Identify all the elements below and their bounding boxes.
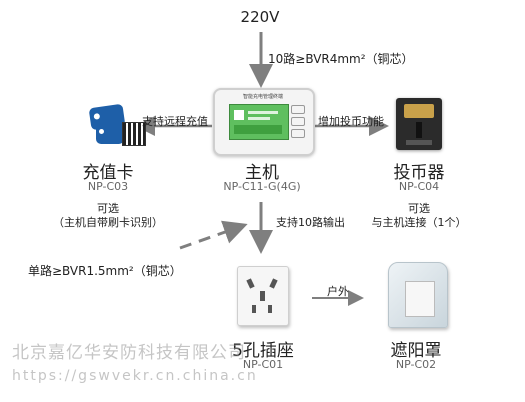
- watermark-company: 北京嘉亿华安防科技有限公司: [12, 343, 246, 363]
- watermark-url: https://gswvekr.cn.china.cn: [12, 368, 258, 384]
- coin-optional: 可选: [408, 202, 430, 215]
- coin-title: 投币器: [393, 163, 445, 183]
- socket-model: NP-C01: [242, 358, 284, 371]
- socket-device: [237, 266, 289, 326]
- branch-wire-label: 单路≥BVR1.5mm²（铜芯）: [28, 264, 182, 278]
- socket-title: 5孔插座: [232, 341, 294, 361]
- card-model: NP-C03: [87, 180, 129, 193]
- power-wire-spec: 10路≥BVR4mm²（铜芯）: [268, 52, 414, 66]
- main-unit-model: NP-C11-G(4G): [223, 180, 301, 193]
- main-unit-device: 智能充电管理终端: [213, 88, 315, 156]
- cover-socket-icon: [405, 281, 435, 317]
- status-led-icon: [291, 105, 305, 114]
- main-unit-screen: [229, 104, 289, 140]
- cover-title: 遮阳罩: [390, 341, 442, 361]
- outputs-edge-label: 支持10路输出: [276, 216, 345, 229]
- coin-edge-label: 增加投币功能: [318, 115, 384, 128]
- card-optional: 可选: [97, 202, 119, 215]
- card-key-fob-icon: [96, 124, 124, 144]
- socket-hole-icon: [246, 278, 255, 289]
- cover-model: NP-C02: [395, 358, 437, 371]
- coin-model: NP-C04: [398, 180, 440, 193]
- sun-cover-device: [388, 262, 448, 328]
- branch-wire-dashed: [179, 220, 248, 250]
- socket-hole-icon: [268, 305, 272, 313]
- card-qr-code: [122, 122, 146, 146]
- qr-icon: [234, 110, 244, 120]
- main-unit-title: 主机: [245, 163, 279, 183]
- socket-hole-icon: [260, 291, 265, 301]
- status-led-icon: [291, 117, 305, 126]
- card-title: 充值卡: [82, 163, 134, 183]
- main-unit-screen-title: 智能充电管理终端: [242, 94, 283, 100]
- socket-hole-icon: [269, 278, 278, 289]
- coin-acceptor-device: [396, 98, 442, 150]
- card-note: （主机自带刷卡识别）: [53, 216, 163, 229]
- status-led-icon: [291, 129, 305, 138]
- card-edge-label: 支持远程充值: [142, 115, 208, 128]
- coin-slot-icon: [404, 104, 434, 118]
- socket-hole-icon: [252, 305, 256, 313]
- cover-edge-label: 户外: [327, 285, 349, 298]
- coin-note: 与主机连接（1个）: [371, 216, 467, 229]
- power-voltage: 220V: [240, 8, 280, 26]
